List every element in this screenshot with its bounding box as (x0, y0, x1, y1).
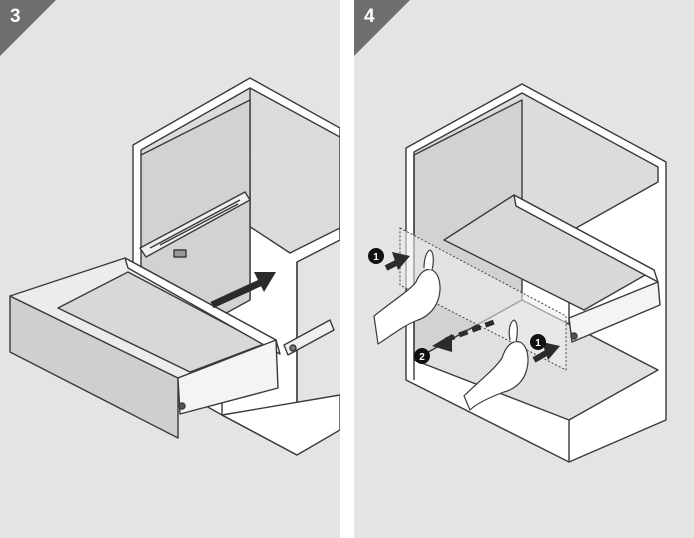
step-marker-icon: 1 (368, 248, 384, 264)
step-marker-icon: 1 (530, 334, 546, 350)
push-arrow-icon (532, 342, 560, 363)
right-runner (283, 319, 335, 356)
front-panel-outline (399, 227, 567, 371)
step-badge (354, 0, 410, 56)
push-arrow-icon (210, 272, 276, 309)
hand-icon (463, 319, 529, 411)
push-arrow-icon (384, 252, 410, 271)
svg-text:1: 1 (535, 338, 541, 349)
step-badge (0, 0, 56, 56)
svg-text:1: 1 (373, 252, 379, 263)
drawer (443, 194, 661, 343)
drawer (9, 257, 281, 439)
step-number: 4 (364, 6, 375, 27)
svg-text:2: 2 (419, 352, 425, 363)
step-number: 3 (10, 6, 21, 27)
left-runner (139, 191, 251, 258)
hand-icon (373, 249, 441, 345)
pull-arrow-icon (432, 319, 495, 352)
step-4-illustration: 1 2 1 (368, 83, 667, 463)
step-4-panel: 4 (354, 0, 694, 538)
step-3-illustration (9, 77, 340, 456)
step-3-panel: 3 (0, 0, 340, 538)
step-marker-icon: 2 (414, 348, 430, 364)
